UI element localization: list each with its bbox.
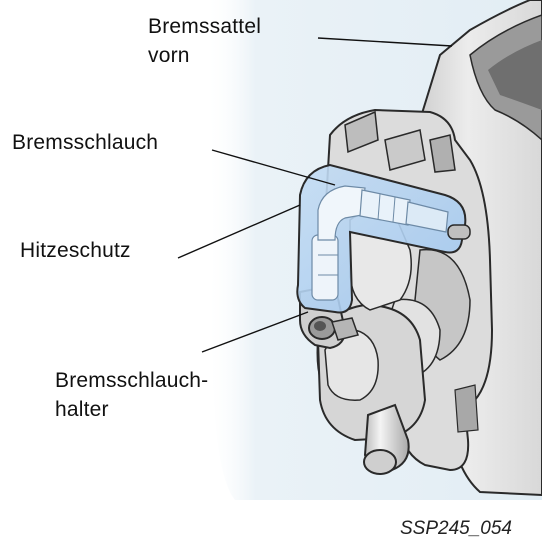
- label-brake-caliper-line2: vorn: [148, 41, 261, 70]
- label-brake-hose-line1: Bremsschlauch: [12, 128, 158, 157]
- label-brake-hose: Bremsschlauch: [12, 128, 158, 157]
- label-brake-caliper-line1: Bremssattel: [148, 12, 261, 41]
- figure-id: SSP245_054: [400, 518, 512, 540]
- label-hose-holder-line1: Bremsschlauch-: [55, 366, 208, 395]
- label-brake-caliper: Bremssattel vorn: [148, 12, 261, 70]
- label-heat-shield-line1: Hitzeschutz: [20, 236, 131, 265]
- label-hose-holder-line2: halter: [55, 395, 208, 424]
- label-hose-holder: Bremsschlauch- halter: [55, 366, 208, 424]
- label-heat-shield: Hitzeschutz: [20, 236, 131, 265]
